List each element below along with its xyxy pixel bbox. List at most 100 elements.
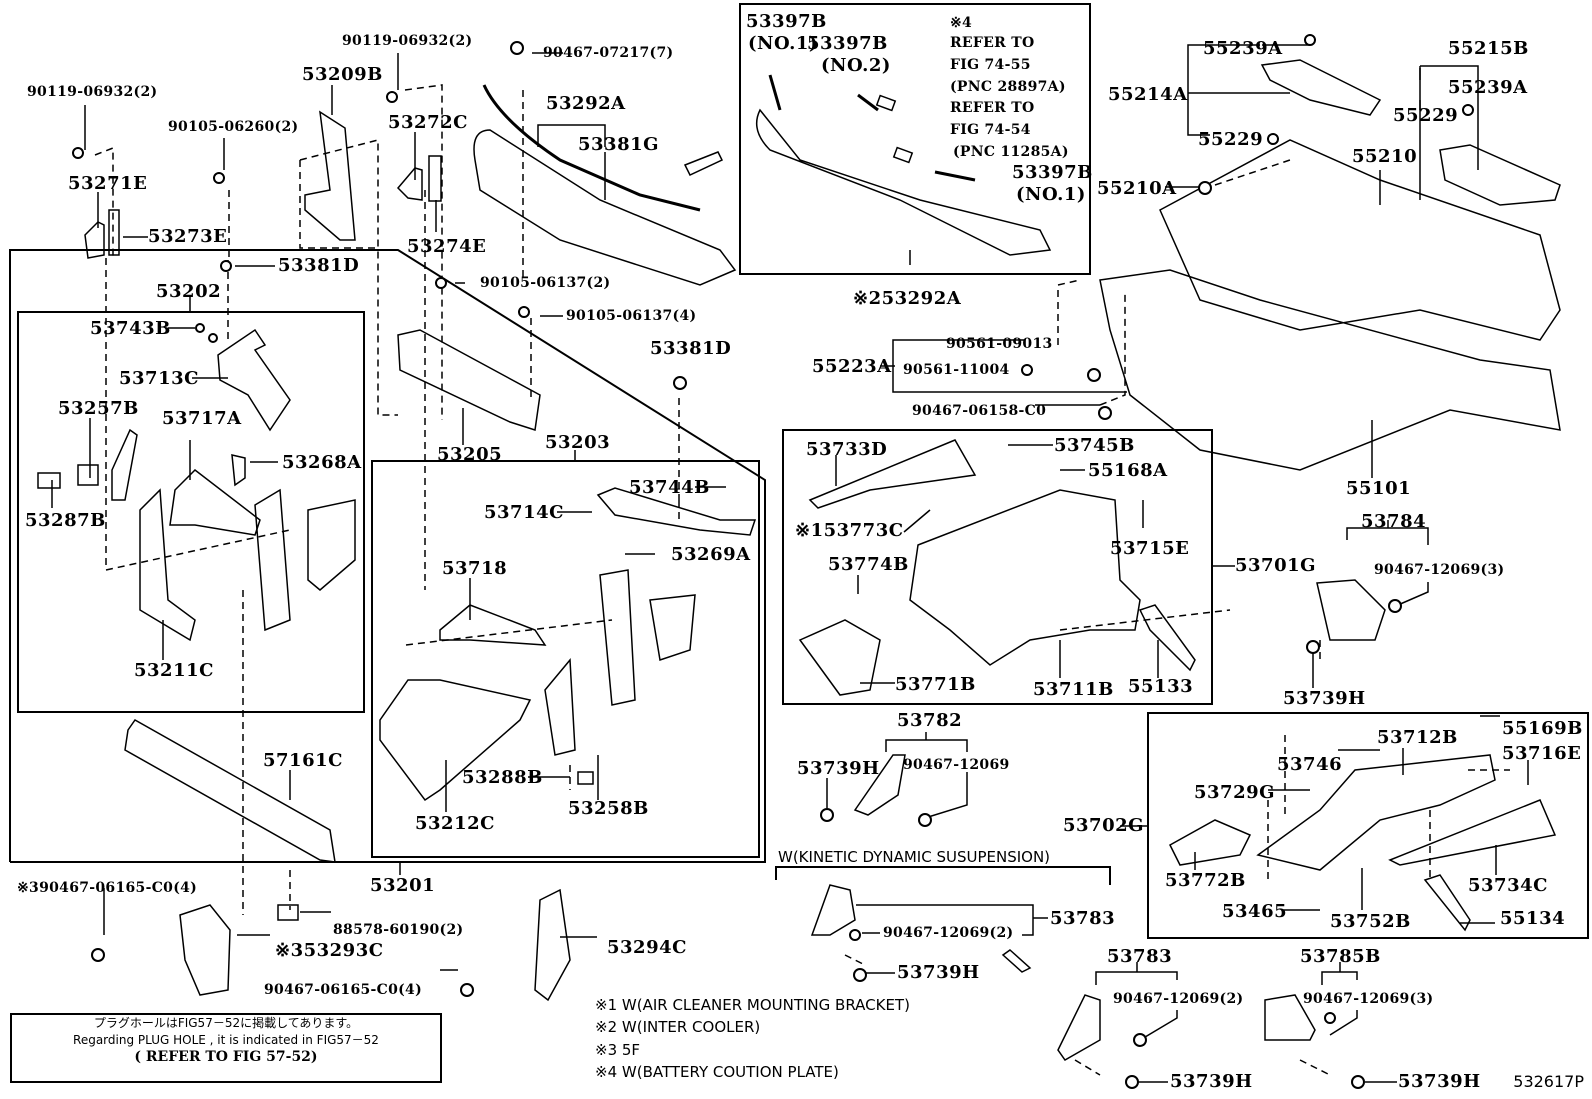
- part-53381G: [482, 84, 701, 212]
- clip-icon: [195, 323, 205, 333]
- nut-icon: [1087, 368, 1101, 382]
- label-90467-06165-C0-s3: ※390467-06165-C0(4): [17, 880, 198, 896]
- part-55134: [1423, 874, 1471, 932]
- part-53771B: [798, 619, 881, 696]
- label-53212C: 53212C: [415, 813, 495, 834]
- label-53717A: 53717A: [162, 408, 242, 429]
- nut-icon: [1021, 364, 1033, 376]
- part-53785B: [1264, 994, 1316, 1041]
- label-inset-53292A: ※253292A: [853, 288, 962, 309]
- label-55168A: 55168A: [1088, 460, 1168, 481]
- bolt-icon: [460, 983, 474, 997]
- clip-icon: [673, 376, 687, 390]
- part-53273E: [108, 209, 120, 256]
- label-inset-fig7454: FIG 74-54: [950, 122, 1031, 138]
- part-55214A: [1260, 59, 1382, 116]
- plug-note-japanese: プラグホールはFIG57－52に掲載してあります。: [93, 1016, 359, 1030]
- label-53739H-d: 53739H: [1170, 1071, 1253, 1092]
- label-53203: 53203: [545, 432, 611, 453]
- label-90467-06165-C0: 90467-06165-C0(4): [264, 982, 423, 998]
- part-53714C: [596, 487, 757, 536]
- part-57161C: [124, 719, 336, 863]
- arrow-icon: [683, 151, 724, 176]
- inset-box-53292A: [739, 3, 1091, 275]
- label-55229-b: 55229: [1393, 105, 1459, 126]
- plug-note-english: Regarding PLUG HOLE , it is indicated in…: [73, 1033, 379, 1047]
- label-inset-no1: (NO.1): [748, 33, 818, 54]
- clip-icon: [853, 968, 867, 982]
- label-53269A: 53269A: [671, 544, 751, 565]
- label-53272C: 53272C: [388, 112, 468, 133]
- label-53465: 53465: [1222, 901, 1288, 922]
- label-53712B: 53712B: [1377, 727, 1458, 748]
- label-90561-11004: 90561-11004: [903, 362, 1010, 378]
- label-53716E: 53716E: [1502, 743, 1582, 764]
- label-90467-07217: 90467-07217(7): [543, 45, 674, 61]
- group-box-53203: [371, 460, 760, 858]
- label-53784: 53784: [1361, 511, 1427, 532]
- label-53729G: 53729G: [1194, 782, 1275, 803]
- label-53701G: 53701G: [1235, 555, 1316, 576]
- label-53715E: 53715E: [1110, 538, 1190, 559]
- label-53258B: 53258B: [568, 798, 649, 819]
- clip-icon: [208, 333, 218, 343]
- clip-icon: [1462, 104, 1474, 116]
- label-90561-09013: 90561-09013: [946, 336, 1053, 352]
- label-inset-refer1: REFER TO: [950, 35, 1035, 51]
- label-53745B: 53745B: [1054, 435, 1135, 456]
- label-53381D-right: 53381D: [650, 338, 732, 359]
- label-53785B: 53785B: [1300, 946, 1381, 967]
- part-55101: [1099, 269, 1561, 471]
- label-55223A: 55223A: [812, 356, 892, 377]
- group-box-53202: [17, 311, 365, 713]
- part-53711B: [909, 489, 1141, 666]
- kinetic-box: [775, 866, 1111, 885]
- label-53205: 53205: [437, 444, 503, 465]
- part-55133: [1138, 604, 1196, 672]
- label-53771B: 53771B: [895, 674, 976, 695]
- label-90119-06932-left: 90119-06932(2): [27, 84, 158, 100]
- label-53293C: ※353293C: [275, 940, 384, 961]
- part-53713C: [217, 328, 291, 432]
- part-53783-kinetic: [810, 884, 856, 936]
- part-53293C: [179, 904, 231, 996]
- label-55133: 55133: [1128, 676, 1194, 697]
- bolt-icon: [435, 277, 447, 289]
- label-53711B: 53711B: [1033, 679, 1114, 700]
- bolt-icon: [518, 306, 530, 318]
- clip-icon: [1125, 1075, 1139, 1089]
- group-box-53701G: [782, 429, 1213, 705]
- label-53294C: 53294C: [607, 937, 687, 958]
- label-53714C: 53714C: [484, 502, 564, 523]
- label-55239A-b: 55239A: [1448, 77, 1528, 98]
- label-53287B: 53287B: [25, 510, 106, 531]
- footnote-1: ※1 W(AIR CLEANER MOUNTING BRACKET): [595, 996, 910, 1014]
- part-88578: [277, 904, 299, 921]
- part-53212C: [379, 679, 532, 802]
- part-53734C: [1388, 799, 1557, 866]
- clip-icon: [510, 41, 524, 55]
- label-90467-06158-C0: 90467-06158-C0: [912, 403, 1047, 419]
- part-53784: [1316, 579, 1386, 641]
- bolt-icon: [386, 91, 398, 103]
- footnote-4: ※4 W(BATTERY COUTION PLATE): [595, 1063, 839, 1081]
- label-90467-12069-2-a: 90467-12069(2): [883, 925, 1014, 941]
- nut-icon: [918, 813, 932, 827]
- label-inset-53397B-no1b: 53397B: [1012, 162, 1093, 183]
- label-53774B: 53774B: [828, 554, 909, 575]
- label-55101: 55101: [1346, 478, 1412, 499]
- part-pillar: [254, 488, 291, 632]
- label-53274E: 53274E: [407, 236, 487, 257]
- label-90467-12069-3-b: 90467-12069(3): [1303, 991, 1434, 1007]
- label-88578-60190: 88578-60190(2): [333, 922, 464, 938]
- label-inset-no1b: (NO.1): [1016, 184, 1086, 205]
- label-53702G: 53702G: [1063, 815, 1144, 836]
- label-53739H-b: 53739H: [797, 758, 880, 779]
- label-90119-06932-top: 90119-06932(2): [342, 33, 473, 49]
- clip-icon: [1306, 640, 1320, 654]
- label-53782: 53782: [897, 710, 963, 731]
- label-inset-fig7455: FIG 74-55: [950, 57, 1031, 73]
- label-53752B: 53752B: [1330, 911, 1411, 932]
- label-inset-53397B-no1: 53397B: [746, 11, 827, 32]
- part-53292A: [473, 129, 737, 286]
